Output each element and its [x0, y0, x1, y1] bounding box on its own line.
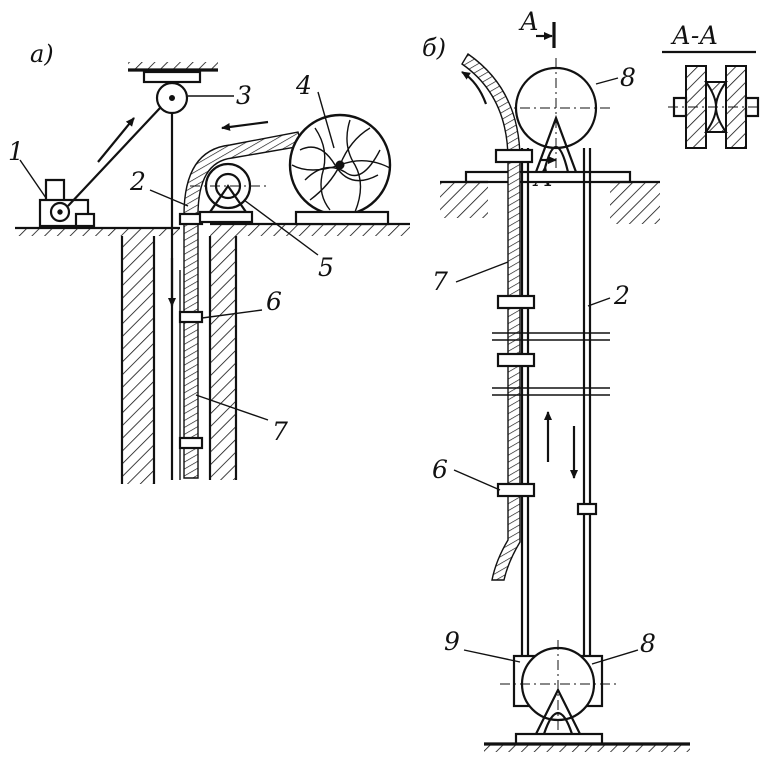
top-pulley-3 — [128, 62, 218, 115]
label-a-3: 3 — [236, 81, 252, 110]
label-b-7: 7 — [432, 267, 448, 296]
cut-mark-top: А — [518, 7, 539, 36]
leader-lines-b — [453, 77, 639, 665]
label-a-6: 6 — [266, 287, 282, 316]
label-b-8-bottom: 8 — [640, 629, 656, 658]
winch-1 — [38, 178, 96, 228]
panel-a-label: а) — [30, 40, 54, 68]
section-title: А-А — [670, 21, 718, 50]
panel-b-label: б) — [422, 34, 446, 62]
section-a-a: А-А — [662, 21, 762, 149]
label-a-4: 4 — [295, 71, 312, 100]
cable-7-b — [461, 52, 521, 581]
label-b-9: 9 — [444, 627, 460, 656]
shaft-walls-a — [120, 236, 238, 484]
guide-roller-5 — [190, 162, 268, 224]
label-a-2: 2 — [129, 167, 146, 196]
arrow-rope-up — [97, 117, 135, 163]
cable-7-a — [178, 131, 303, 479]
clamps-6-b — [494, 148, 598, 516]
label-a-1: 1 — [8, 137, 24, 166]
bottom-pulley-8 — [484, 640, 690, 752]
arrow-cable-feed — [221, 120, 269, 131]
label-b-2: 2 — [613, 281, 630, 310]
top-platform-b — [440, 170, 660, 224]
label-a-7: 7 — [272, 417, 288, 446]
panel-b: б) А А — [422, 7, 690, 752]
label-b-6: 6 — [432, 455, 448, 484]
rope-runs-b — [492, 148, 610, 660]
label-b-8-top: 8 — [620, 63, 636, 92]
cable-drum-4 — [288, 113, 392, 226]
leader-lines-a — [19, 91, 335, 421]
panel-a: а) — [8, 40, 410, 484]
top-pulley-8 — [500, 58, 612, 173]
label-a-5: 5 — [318, 253, 334, 282]
